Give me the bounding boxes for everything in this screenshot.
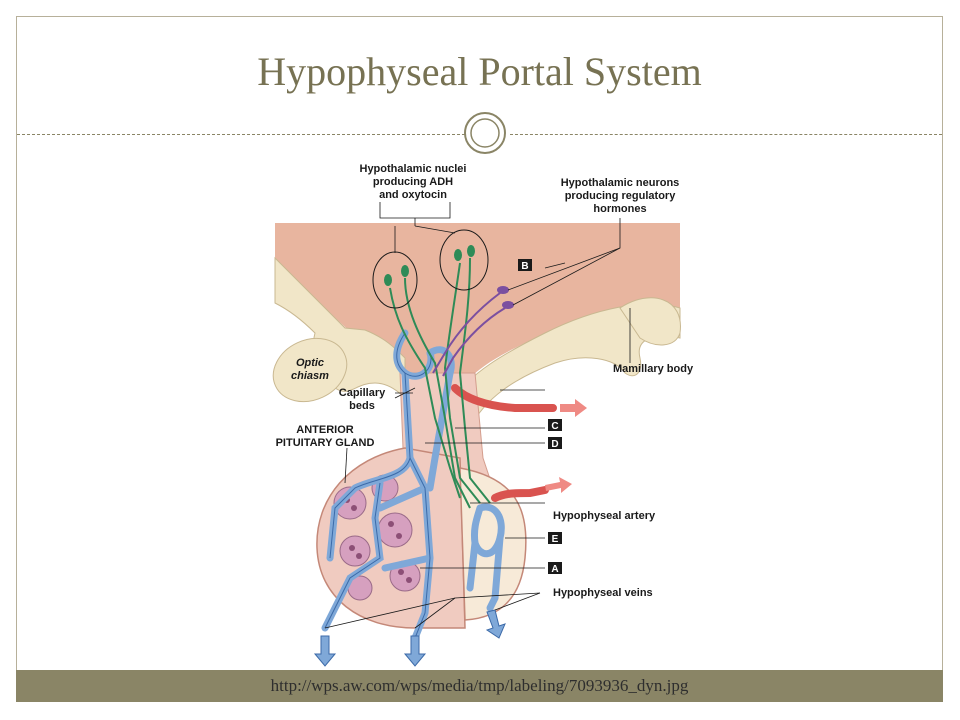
letter-box-c: C (548, 419, 562, 432)
letter-box-e: E (548, 532, 562, 545)
svg-text:C: C (551, 421, 558, 432)
purple-neurons (432, 292, 506, 377)
anterior-cells (333, 474, 421, 601)
floor-region (454, 303, 681, 430)
leader-lines (324, 202, 631, 629)
label-hypophyseal-veins: Hypophyseal veins (553, 587, 653, 599)
vein-outflow-arrows (313, 609, 506, 667)
green-cell-bodies (384, 245, 475, 286)
title-divider-right (510, 134, 942, 135)
sella-region (274, 256, 406, 400)
svg-text:E: E (552, 534, 559, 545)
mamillary-body (619, 297, 681, 346)
title-divider-left (17, 134, 470, 135)
green-neurons (389, 257, 491, 509)
slide-title: Hypophyseal Portal System (257, 49, 702, 94)
svg-text:D: D (551, 439, 558, 450)
artery-arrows (545, 399, 587, 493)
nuclei-circle-right (439, 229, 489, 291)
letter-box-d: D (548, 437, 562, 450)
footer-bar (16, 670, 943, 702)
label-hypophyseal-artery: Hypophyseal artery (553, 510, 656, 522)
svg-text:B: B (521, 261, 528, 272)
svg-text:A: A (551, 564, 558, 575)
optic-chiasm (272, 337, 348, 403)
label-mamillary-body: Mamillary body (613, 363, 694, 375)
purple-cell-bodies (497, 286, 514, 309)
portal-vessels-outline (324, 332, 432, 639)
letter-box-b: B (518, 259, 532, 272)
circle-ornament-icon (464, 112, 506, 154)
arteries (451, 384, 557, 502)
letter-box-a: A (548, 562, 562, 575)
source-url[interactable]: http://wps.aw.com/wps/media/tmp/labeling… (270, 676, 689, 695)
